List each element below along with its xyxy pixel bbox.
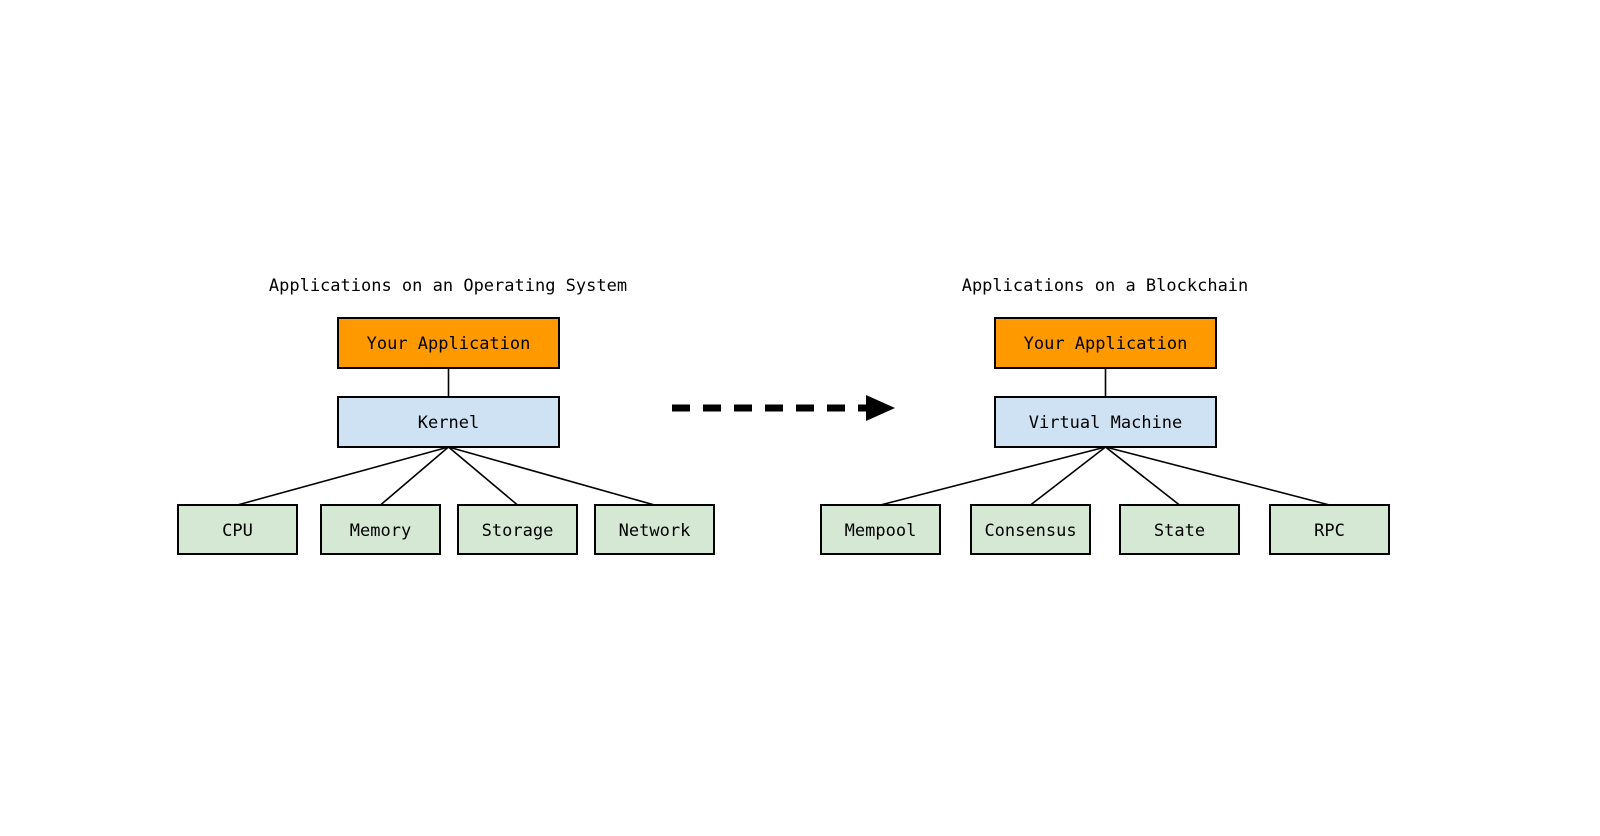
node-state-label: State xyxy=(1154,521,1205,541)
edge-kernel-to-memory xyxy=(379,446,450,506)
node-virtual-machine[interactable]: Virtual Machine xyxy=(994,396,1217,448)
edge-vm-to-consensus xyxy=(1030,446,1106,506)
node-state-rect xyxy=(1119,504,1240,555)
node-your-application-os-rect xyxy=(337,317,560,369)
node-network[interactable]: Network xyxy=(594,504,715,555)
node-memory-label: Memory xyxy=(350,521,411,541)
cluster-blockchain: Applications on a Blockchain Your Applic… xyxy=(820,276,1390,555)
node-consensus-label: Consensus xyxy=(984,521,1076,541)
node-network-rect xyxy=(594,504,715,555)
edge-vm-to-state xyxy=(1105,446,1180,506)
node-kernel-rect xyxy=(337,396,560,448)
node-storage-rect xyxy=(457,504,578,555)
edge-vm-to-mempool xyxy=(880,446,1106,506)
node-cpu-label: CPU xyxy=(222,521,253,541)
transform-arrow xyxy=(672,395,895,421)
node-your-application-os[interactable]: Your Application xyxy=(337,317,560,369)
edge-kernel-to-storage xyxy=(447,446,519,506)
edge-vm-to-rpc xyxy=(1105,446,1330,506)
node-your-application-blockchain-rect xyxy=(994,317,1217,369)
cluster-title-operating-system: Applications on an Operating System xyxy=(269,276,627,296)
node-your-application-blockchain[interactable]: Your Application xyxy=(994,317,1217,369)
cluster-operating-system: Applications on an Operating System Your… xyxy=(177,276,715,555)
node-storage-label: Storage xyxy=(482,521,554,541)
node-mempool-label: Mempool xyxy=(845,521,917,541)
node-storage[interactable]: Storage xyxy=(457,504,578,555)
edge-kernel-to-cpu xyxy=(237,446,449,506)
node-memory-rect xyxy=(320,504,441,555)
node-virtual-machine-rect xyxy=(994,396,1217,448)
node-rpc[interactable]: RPC xyxy=(1269,504,1390,555)
node-rpc-label: RPC xyxy=(1314,521,1345,541)
node-your-application-os-label: Your Application xyxy=(367,334,531,354)
node-mempool[interactable]: Mempool xyxy=(820,504,941,555)
node-network-label: Network xyxy=(619,521,691,541)
cluster-title-blockchain: Applications on a Blockchain xyxy=(962,276,1249,296)
node-cpu-rect xyxy=(177,504,298,555)
node-rpc-rect xyxy=(1269,504,1390,555)
node-consensus[interactable]: Consensus xyxy=(970,504,1091,555)
node-state[interactable]: State xyxy=(1119,504,1240,555)
node-your-application-blockchain-label: Your Application xyxy=(1024,334,1188,354)
node-mempool-rect xyxy=(820,504,941,555)
node-consensus-rect xyxy=(970,504,1091,555)
node-cpu[interactable]: CPU xyxy=(177,504,298,555)
node-kernel[interactable]: Kernel xyxy=(337,396,560,448)
edge-kernel-to-network xyxy=(448,446,655,506)
node-virtual-machine-label: Virtual Machine xyxy=(1029,413,1183,433)
arrow-head-icon xyxy=(866,395,895,421)
node-memory[interactable]: Memory xyxy=(320,504,441,555)
node-kernel-label: Kernel xyxy=(418,413,479,433)
